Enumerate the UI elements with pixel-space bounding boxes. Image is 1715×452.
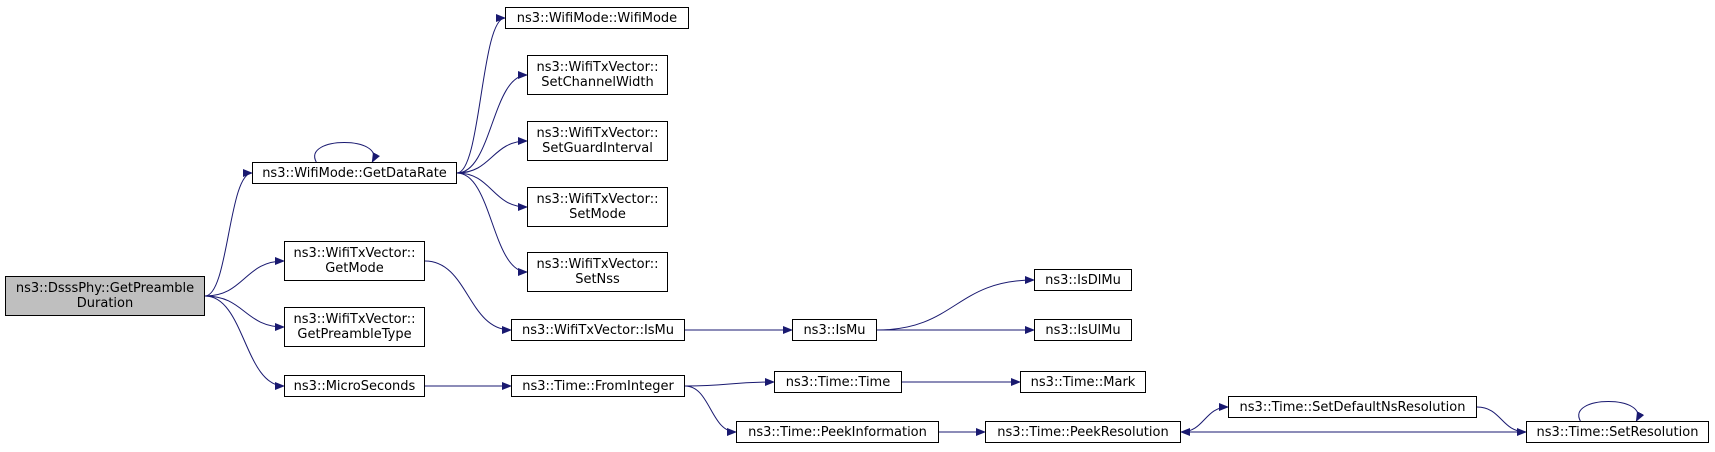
node-label: ns3::Time::SetResolution bbox=[1536, 424, 1699, 440]
node-label: ns3::Time::FromInteger bbox=[522, 378, 674, 394]
node-setmode[interactable]: ns3::WifiTxVector:: SetMode bbox=[527, 187, 668, 227]
node-label: ns3::Time::Time bbox=[785, 374, 891, 390]
node-setresolution[interactable]: ns3::Time::SetResolution bbox=[1526, 421, 1709, 443]
edge-root-to-getmode bbox=[204, 257, 285, 297]
node-ismu[interactable]: ns3::IsMu bbox=[792, 319, 877, 341]
node-label: ns3::IsDlMu bbox=[1045, 272, 1121, 288]
node-wifimode[interactable]: ns3::WifiMode::WifiMode bbox=[505, 7, 689, 29]
node-label-line1: ns3::WifiTxVector:: bbox=[293, 312, 416, 327]
node-label-line1: ns3::WifiTxVector:: bbox=[536, 126, 659, 141]
edge-getdatarate-to-wifimode bbox=[456, 14, 506, 174]
node-label-line2: Duration bbox=[76, 296, 134, 311]
edge-root-to-microseconds bbox=[204, 295, 285, 390]
edge-getdatarate-to-setnss bbox=[456, 172, 528, 276]
node-frominteger[interactable]: ns3::Time::FromInteger bbox=[511, 375, 685, 397]
edge-root-to-getdatarate bbox=[204, 169, 253, 297]
edge-getdatarate-to-setguardinterval bbox=[456, 137, 528, 174]
node-label: ns3::Time::SetDefaultNsResolution bbox=[1239, 399, 1466, 415]
node-label-line2: SetMode bbox=[569, 207, 626, 222]
node-getdatarate[interactable]: ns3::WifiMode::GetDataRate bbox=[252, 162, 457, 184]
node-label-line1: ns3::WifiTxVector:: bbox=[536, 192, 659, 207]
edge-getdatarate-to-setchannelwidth bbox=[456, 71, 528, 174]
edge-getmode-to-txvector-ismu bbox=[424, 260, 512, 334]
node-label: ns3::Time::PeekInformation bbox=[748, 424, 927, 440]
node-label: ns3::MicroSeconds bbox=[293, 378, 416, 394]
node-time[interactable]: ns3::Time::Time bbox=[774, 371, 902, 393]
node-txvector-ismu[interactable]: ns3::WifiTxVector::IsMu bbox=[511, 319, 685, 341]
node-label-line2: SetNss bbox=[575, 272, 620, 287]
edge-getdatarate-to-setmode bbox=[456, 172, 528, 211]
node-peekresolution[interactable]: ns3::Time::PeekResolution bbox=[985, 421, 1181, 443]
node-label: ns3::WifiTxVector::IsMu bbox=[521, 322, 675, 338]
node-isulmu[interactable]: ns3::IsUlMu bbox=[1034, 319, 1132, 341]
node-getpreambletype[interactable]: ns3::WifiTxVector:: GetPreambleType bbox=[284, 307, 425, 347]
node-setnss[interactable]: ns3::WifiTxVector:: SetNss bbox=[527, 252, 668, 292]
edge-frominteger-to-time bbox=[684, 378, 775, 387]
node-label: ns3::Time::PeekResolution bbox=[997, 424, 1169, 440]
node-setchannelwidth[interactable]: ns3::WifiTxVector:: SetChannelWidth bbox=[527, 55, 668, 95]
node-label: ns3::WifiMode::GetDataRate bbox=[262, 165, 447, 181]
node-setguardinterval[interactable]: ns3::WifiTxVector:: SetGuardInterval bbox=[527, 121, 668, 161]
edge-frominteger-to-peekinformation bbox=[684, 385, 737, 436]
node-label-line2: SetChannelWidth bbox=[541, 75, 654, 90]
node-label: ns3::Time::Mark bbox=[1030, 374, 1136, 390]
node-label-line1: ns3::DsssPhy::GetPreamble bbox=[15, 281, 195, 296]
edge-setresolution-to-setresolution bbox=[1578, 401, 1645, 422]
node-peekinformation[interactable]: ns3::Time::PeekInformation bbox=[736, 421, 939, 443]
node-setdefaultnsresolution[interactable]: ns3::Time::SetDefaultNsResolution bbox=[1228, 396, 1477, 418]
edge-peekresolution-to-setdefaultnsresolution bbox=[1180, 403, 1229, 433]
node-label-line2: GetPreambleType bbox=[297, 327, 412, 342]
node-root[interactable]: ns3::DsssPhy::GetPreamble Duration bbox=[5, 276, 205, 316]
edge-getdatarate-to-getdatarate bbox=[314, 142, 381, 163]
node-isdlmu[interactable]: ns3::IsDlMu bbox=[1034, 269, 1132, 291]
edge-root-to-getpreambletype bbox=[204, 295, 285, 331]
node-label-line1: ns3::WifiTxVector:: bbox=[536, 257, 659, 272]
node-microseconds[interactable]: ns3::MicroSeconds bbox=[284, 375, 425, 397]
node-label: ns3::IsUlMu bbox=[1045, 322, 1121, 338]
node-getmode[interactable]: ns3::WifiTxVector:: GetMode bbox=[284, 241, 425, 281]
node-label-line1: ns3::WifiTxVector:: bbox=[536, 60, 659, 75]
node-label: ns3::WifiMode::WifiMode bbox=[516, 10, 678, 26]
node-label: ns3::IsMu bbox=[803, 322, 866, 338]
edge-ismu-to-isdlmu bbox=[876, 276, 1035, 331]
node-label-line2: SetGuardInterval bbox=[542, 141, 653, 156]
node-mark[interactable]: ns3::Time::Mark bbox=[1020, 371, 1146, 393]
node-label-line1: ns3::WifiTxVector:: bbox=[293, 246, 416, 261]
edge-setdefaultnsresolution-to-setresolution bbox=[1476, 406, 1527, 436]
node-label-line2: GetMode bbox=[325, 261, 384, 276]
